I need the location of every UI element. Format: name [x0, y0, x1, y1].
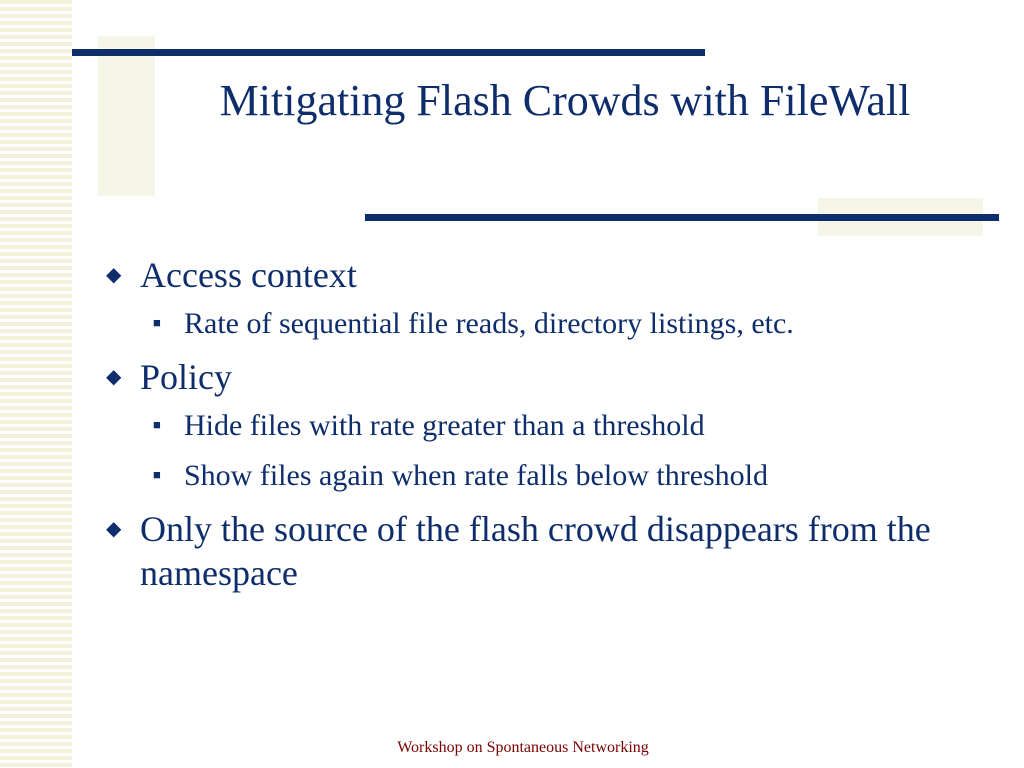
sub-bullet-text: Rate of sequential file reads, directory… [184, 307, 794, 340]
diamond-bullet-icon: ◆ [106, 518, 122, 540]
sub-bullet-hide-files: ■ Hide files with rate greater than a th… [100, 405, 964, 447]
square-bullet-icon: ■ [153, 467, 161, 482]
title-rule-bottom [365, 214, 999, 221]
square-bullet-icon: ■ [153, 315, 161, 330]
slide-title: Mitigating Flash Crowds with FileWall [219, 76, 911, 125]
slide-body: ◆ Access context ■ Rate of sequential fi… [100, 253, 1000, 603]
bullet-access-context: ◆ Access context [100, 253, 1000, 297]
slide-footer: Workshop on Spontaneous Networking [397, 739, 649, 756]
sub-bullet-show-files: ■ Show files again when rate falls below… [100, 455, 964, 497]
bullet-text: Access context [140, 255, 357, 295]
title-rule-top [72, 49, 705, 56]
diamond-bullet-icon: ◆ [106, 366, 122, 388]
diamond-bullet-icon: ◆ [106, 264, 122, 286]
sub-bullet-rate: ■ Rate of sequential file reads, directo… [100, 303, 964, 345]
sub-bullet-text: Show files again when rate falls below t… [184, 459, 769, 492]
sub-bullet-text: Hide files with rate greater than a thre… [184, 409, 705, 442]
bullet-only-source: ◆ Only the source of the flash crowd dis… [100, 507, 1000, 595]
decorative-stripe-band [0, 0, 72, 768]
bullet-policy: ◆ Policy [100, 355, 1000, 399]
square-bullet-icon: ■ [153, 417, 161, 432]
bullet-text: Only the source of the flash crowd disap… [140, 509, 931, 593]
decorative-box-left [98, 36, 155, 196]
bullet-text: Policy [140, 357, 233, 397]
